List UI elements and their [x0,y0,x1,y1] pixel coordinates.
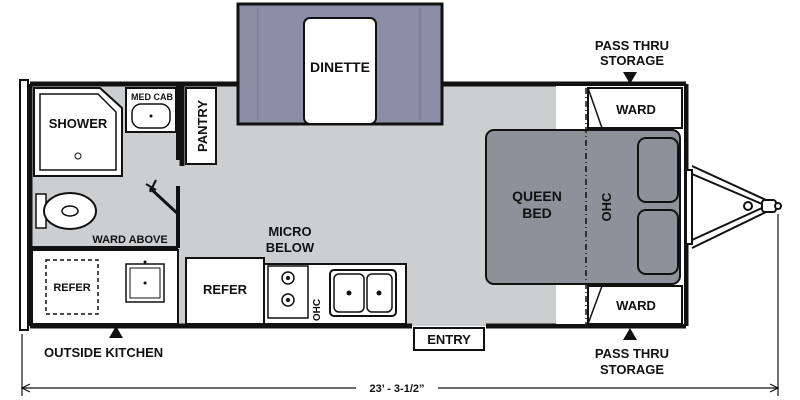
rear-bumper [19,79,29,331]
outside-kitchen-label: OUTSIDE KITCHEN [44,345,163,360]
wardrobe-top: WARD [587,87,683,129]
bathroom-door [145,179,180,216]
entry-door: ENTRY [413,327,485,351]
shower-label: SHOWER [49,116,108,131]
pass-thru-bottom-line1: PASS THRU [595,346,669,361]
pass-thru-bottom-marker [623,328,637,340]
wardrobe-bottom: WARD [587,285,683,325]
trailer-hitch [685,165,782,249]
inside-refer-label: REFER [203,282,248,297]
micro-label-line1: MICRO [268,224,311,239]
med-cabinet-sink: MED CAB [125,87,177,133]
pass-thru-bottom-line2: STORAGE [600,362,664,377]
kitchen-galley: REFER OHC [185,257,407,325]
pass-thru-top-line1: PASS THRU [595,38,669,53]
exterior-walls [27,81,689,329]
ward-above-label: WARD ABOVE [92,234,167,246]
dinette-slideout: DINETTE [236,2,444,126]
micro-label-line2: BELOW [266,240,315,255]
overall-length-label: 23’ - 3-1/2” [369,383,424,395]
outside-refer-label: REFER [53,282,90,294]
dimension-line [20,214,780,396]
entry-label: ENTRY [427,332,471,347]
pass-thru-top-line2: STORAGE [600,53,664,68]
pantry-label: PANTRY [195,100,210,152]
shower: SHOWER [33,87,123,177]
outside-kitchen: REFER [31,249,179,325]
outside-kitchen-marker [109,326,123,338]
queen-bed: QUEEN BED OHC [485,88,681,324]
dinette-label: DINETTE [310,59,370,75]
bed-ohc-label: OHC [599,192,614,222]
pass-thru-top-marker [623,72,637,84]
ward-bottom-label: WARD [616,298,656,313]
toilet [35,192,97,230]
kitchen-ohc-label: OHC [312,299,323,321]
queen-label-line2: BED [522,205,552,221]
queen-label-line1: QUEEN [512,188,562,204]
med-cab-label: MED CAB [131,92,173,102]
pantry: PANTRY [179,86,217,166]
bathroom-walls [32,86,180,250]
ward-top-label: WARD [616,102,656,117]
